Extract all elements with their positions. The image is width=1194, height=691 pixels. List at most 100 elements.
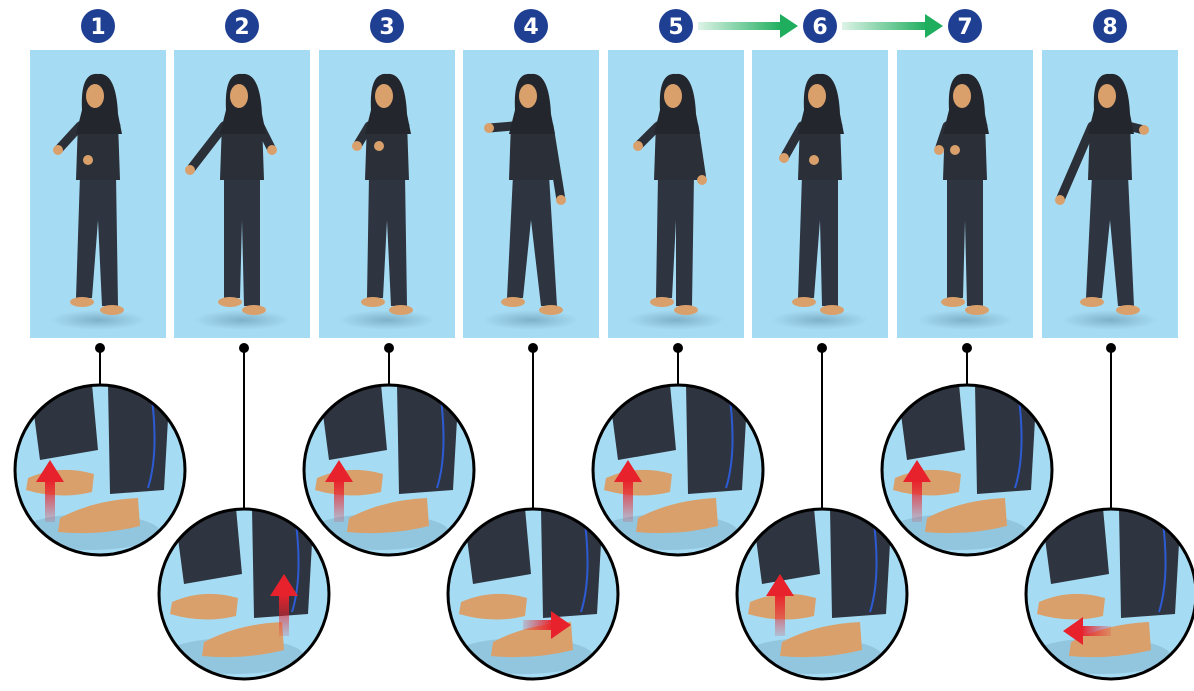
closeup-trouser-leg <box>174 508 242 584</box>
floor-shadow <box>50 310 146 330</box>
connector-8 <box>1106 343 1116 508</box>
connector-7 <box>962 343 972 384</box>
right-foot <box>389 305 413 315</box>
step-panel-1 <box>30 50 166 338</box>
closeup-trouser-leg <box>975 384 1037 494</box>
right-foot <box>100 305 124 315</box>
left-hand <box>185 165 195 175</box>
connector-1 <box>95 343 105 384</box>
closeup-trouser-leg <box>830 508 892 618</box>
right-hand <box>556 195 566 205</box>
face <box>1098 84 1116 108</box>
closeup-trouser-leg <box>897 384 965 460</box>
connector-5 <box>673 343 683 384</box>
step-badge-2: 2 <box>225 9 259 43</box>
right-hand <box>809 155 819 165</box>
step-panel-5 <box>608 50 744 338</box>
closeup-trouser-leg <box>30 384 98 460</box>
closeup-trouser-leg <box>752 508 820 584</box>
step-panel-4 <box>463 50 599 338</box>
connector-2 <box>239 343 249 508</box>
closeup-trouser-leg <box>397 384 459 494</box>
floor-shadow <box>772 310 868 330</box>
face <box>664 84 682 108</box>
left-foot <box>1080 297 1104 307</box>
left-hand <box>934 145 944 155</box>
face <box>953 84 971 108</box>
left-foot <box>361 297 385 307</box>
connector-4 <box>528 343 538 508</box>
step-panel-7 <box>897 50 1033 338</box>
right-foot <box>242 305 266 315</box>
closeup-trouser-leg <box>608 384 676 460</box>
connector-dot <box>95 343 105 353</box>
right-hand <box>697 175 707 185</box>
closeup-trouser-leg <box>108 384 170 494</box>
connector-dot <box>239 343 249 353</box>
right-foot <box>820 305 844 315</box>
closeup-trouser-leg <box>1041 508 1109 584</box>
floor-shadow <box>628 310 724 330</box>
left-hand <box>633 141 643 151</box>
left-foot <box>650 297 674 307</box>
connector-dot <box>1106 343 1116 353</box>
floor-shadow <box>917 310 1013 330</box>
connector-dot <box>528 343 538 353</box>
step-panel-6 <box>752 50 888 338</box>
step-number: 5 <box>668 15 683 40</box>
right-hand <box>267 145 277 155</box>
step-panel-8 <box>1042 50 1178 338</box>
closeup-8 <box>1025 508 1194 680</box>
face <box>519 84 537 108</box>
step-badge-3: 3 <box>370 9 404 43</box>
left-foot <box>941 297 965 307</box>
left-hand <box>484 123 494 133</box>
left-foot <box>70 297 94 307</box>
left-hand <box>1055 195 1065 205</box>
right-hand <box>1139 125 1149 135</box>
floor-shadow <box>194 310 290 330</box>
step-badge-5: 5 <box>659 9 693 43</box>
face <box>230 84 248 108</box>
closeup-4 <box>447 508 619 680</box>
closeup-6 <box>736 508 908 680</box>
step-number: 4 <box>523 15 538 40</box>
left-hand <box>53 145 63 155</box>
face <box>808 84 826 108</box>
left-hand <box>779 153 789 163</box>
step-number: 3 <box>379 15 394 40</box>
closeup-trouser-leg <box>686 384 748 494</box>
step-number: 8 <box>1102 15 1117 40</box>
step-badge-7: 7 <box>948 9 982 43</box>
floor-shadow <box>483 310 579 330</box>
closeup-5 <box>592 384 764 556</box>
step-panel-3 <box>319 50 455 338</box>
connector-dot <box>962 343 972 353</box>
step-badge-4: 4 <box>514 9 548 43</box>
connector-6 <box>817 343 827 508</box>
closeup-1 <box>14 384 186 556</box>
connector-dot <box>817 343 827 353</box>
step-number: 7 <box>957 15 972 40</box>
right-foot <box>1116 305 1140 315</box>
connector-3 <box>384 343 394 384</box>
sequence-arrow-icon <box>842 14 943 38</box>
step-badge-8: 8 <box>1093 9 1127 43</box>
right-foot <box>965 305 989 315</box>
right-hand <box>950 145 960 155</box>
floor-shadow <box>339 310 435 330</box>
closeup-trouser-leg <box>463 508 531 584</box>
right-hand <box>374 141 384 151</box>
step-panel-2 <box>174 50 310 338</box>
closeup-trouser-leg <box>541 508 603 618</box>
left-foot <box>218 297 242 307</box>
closeup-3 <box>303 384 475 556</box>
step-number: 6 <box>812 15 827 40</box>
left-foot <box>501 297 525 307</box>
connector-dot <box>384 343 394 353</box>
right-foot <box>539 305 563 315</box>
right-hand <box>83 155 93 165</box>
closeup-trouser-leg <box>319 384 387 460</box>
left-hand <box>352 141 362 151</box>
